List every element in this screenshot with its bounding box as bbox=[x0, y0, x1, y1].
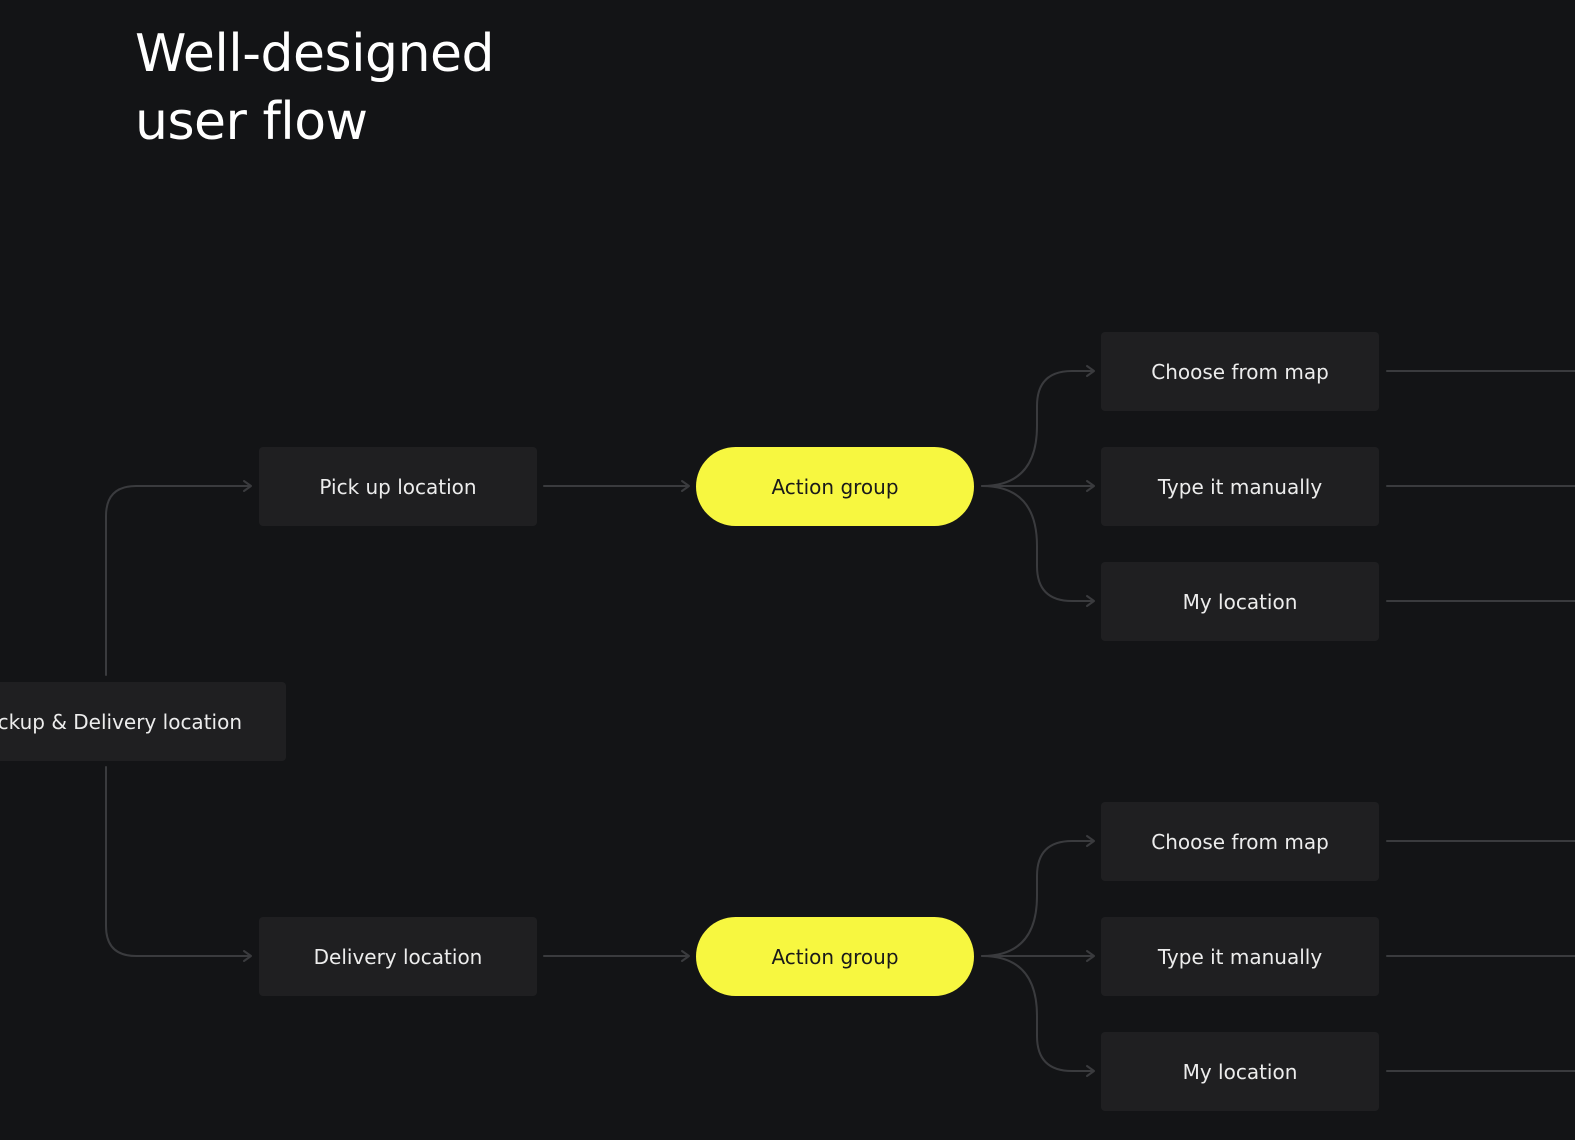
arrowhead-action2-map bbox=[1086, 835, 1095, 847]
option-label: My location bbox=[1182, 589, 1298, 614]
node-delivery-label: Delivery location bbox=[313, 944, 483, 969]
root-node-pickup-delivery[interactable]: ckup & Delivery location bbox=[0, 682, 286, 761]
page-title: Well-designed user flow bbox=[135, 20, 495, 156]
connector-action1-to-map bbox=[981, 370, 1094, 487]
option-delivery-choose-from-map[interactable]: Choose from map bbox=[1101, 802, 1379, 881]
connector-root-to-delivery bbox=[105, 766, 251, 957]
action-group-pickup[interactable]: Action group bbox=[696, 447, 974, 526]
node-pickup-location[interactable]: Pick up location bbox=[259, 447, 537, 526]
arrowhead-action1-map bbox=[1086, 365, 1095, 377]
connector-action1-to-mylocation bbox=[981, 485, 1094, 602]
option-pickup-type-manually[interactable]: Type it manually bbox=[1101, 447, 1379, 526]
connector-action2-to-mylocation bbox=[981, 955, 1094, 1072]
arrowhead-action2-mylocation bbox=[1086, 1065, 1095, 1077]
option-delivery-type-manually[interactable]: Type it manually bbox=[1101, 917, 1379, 996]
arrowhead-action1-manual bbox=[1086, 480, 1095, 492]
option-pickup-my-location[interactable]: My location bbox=[1101, 562, 1379, 641]
action-group-pickup-label: Action group bbox=[771, 474, 899, 499]
option-label: Type it manually bbox=[1157, 944, 1323, 969]
arrowhead-pickup-action bbox=[681, 480, 690, 492]
title-line-1: Well-designed bbox=[135, 24, 495, 84]
option-label: My location bbox=[1182, 1059, 1298, 1084]
connector-action2-to-map bbox=[981, 840, 1094, 957]
title-line-2: user flow bbox=[135, 92, 368, 152]
arrowhead-delivery-action bbox=[681, 950, 690, 962]
arrowhead-delivery bbox=[243, 950, 252, 962]
node-delivery-location[interactable]: Delivery location bbox=[259, 917, 537, 996]
option-label: Choose from map bbox=[1151, 359, 1329, 384]
arrowhead-action1-mylocation bbox=[1086, 595, 1095, 607]
arrowhead-pickup bbox=[243, 480, 252, 492]
node-pickup-label: Pick up location bbox=[319, 474, 477, 499]
arrowhead-action2-manual bbox=[1086, 950, 1095, 962]
connector-root-to-pickup bbox=[105, 485, 251, 676]
action-group-delivery[interactable]: Action group bbox=[696, 917, 974, 996]
action-group-delivery-label: Action group bbox=[771, 944, 899, 969]
option-delivery-my-location[interactable]: My location bbox=[1101, 1032, 1379, 1111]
option-label: Type it manually bbox=[1157, 474, 1323, 499]
option-label: Choose from map bbox=[1151, 829, 1329, 854]
option-pickup-choose-from-map[interactable]: Choose from map bbox=[1101, 332, 1379, 411]
root-node-label: ckup & Delivery location bbox=[0, 709, 242, 734]
